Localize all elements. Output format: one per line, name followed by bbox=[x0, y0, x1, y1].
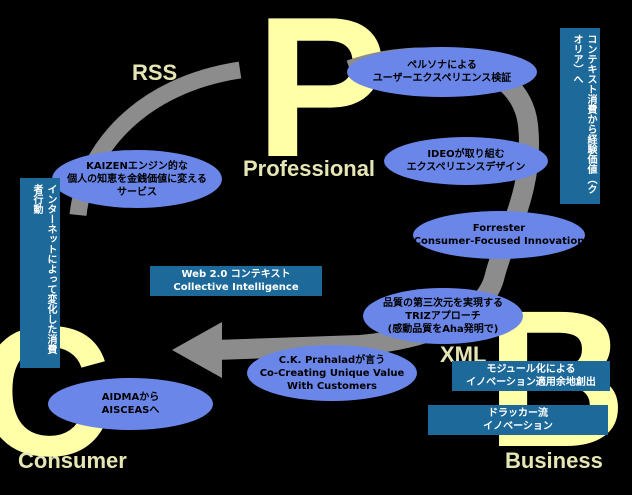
box-modular: モジュール化による イノベーション適用余地創出 bbox=[452, 361, 610, 391]
oval-line: エクスペリエンスデザイン bbox=[406, 162, 526, 173]
box-line: Web 2.0 コンテキスト bbox=[181, 269, 291, 280]
oval-line: KAIZENエンジン的な bbox=[86, 160, 188, 172]
oval-kaizen: KAIZENエンジン的な 個人の知恵を金銭価値に変える サービス bbox=[52, 150, 222, 208]
word-xml: XML bbox=[440, 342, 487, 367]
oval-persona: ペルソナによる ユーザーエクスペリエンス検証 bbox=[347, 47, 537, 97]
oval-line: Forrester bbox=[472, 223, 526, 234]
box-line: イノベーション bbox=[483, 421, 553, 432]
oval-prahalad: C.K. Prahaladが言う Co-Creating Unique Valu… bbox=[247, 345, 417, 401]
word-consumer: Consumer bbox=[18, 448, 127, 473]
oval-line: Co-Creating Unique Value bbox=[259, 367, 405, 379]
oval-line: AIDMAから bbox=[101, 392, 160, 403]
oval-line: 個人の知恵を金銭価値に変える bbox=[67, 173, 207, 185]
box-line: Collective Intelligence bbox=[173, 282, 299, 293]
oval-line: (感動品質をAha発明で) bbox=[387, 323, 499, 335]
oval-ideo: IDEOが取り組む エクスペリエンスデザイン bbox=[384, 137, 548, 185]
box-context-consumption: コンテキスト消費から経験価値（クオリア）へ bbox=[560, 28, 600, 204]
oval-line: IDEOが取り組む bbox=[427, 149, 505, 160]
oval-line: C.K. Prahaladが言う bbox=[278, 354, 386, 366]
box-internet-consumer: インターネットによって変化した消費者行動 bbox=[20, 178, 60, 368]
oval-forrester: Forrester Consumer-Focused Innovation bbox=[413, 211, 585, 259]
oval-line: ペルソナによる bbox=[407, 60, 477, 71]
oval-aidma: AIDMAから AISCEASへ bbox=[48, 378, 213, 430]
oval-line: Consumer-Focused Innovation bbox=[413, 236, 585, 247]
word-business: Business bbox=[505, 448, 603, 473]
oval-line: TRIZアプローチ bbox=[405, 310, 481, 322]
oval-line: With Customers bbox=[287, 380, 377, 392]
word-rss: RSS bbox=[132, 60, 178, 85]
letter-p: P bbox=[255, 0, 389, 199]
oval-triz: 品質の第三次元を実現する TRIZアプローチ (感動品質をAha発明で) bbox=[363, 288, 523, 344]
word-professional: Professional bbox=[243, 156, 376, 181]
oval-line: サービス bbox=[117, 186, 157, 198]
oval-line: ユーザーエクスペリエンス検証 bbox=[372, 73, 512, 84]
box-line: ドラッカー流 bbox=[488, 408, 548, 419]
oval-line: 品質の第三次元を実現する bbox=[383, 297, 503, 309]
box-line: モジュール化による bbox=[486, 364, 576, 375]
oval-line: AISCEASへ bbox=[101, 405, 160, 416]
box-line: イノベーション適用余地創出 bbox=[466, 377, 596, 388]
box-drucker: ドラッカー流 イノベーション bbox=[428, 405, 608, 435]
box-web20: Web 2.0 コンテキスト Collective Intelligence bbox=[150, 266, 322, 296]
